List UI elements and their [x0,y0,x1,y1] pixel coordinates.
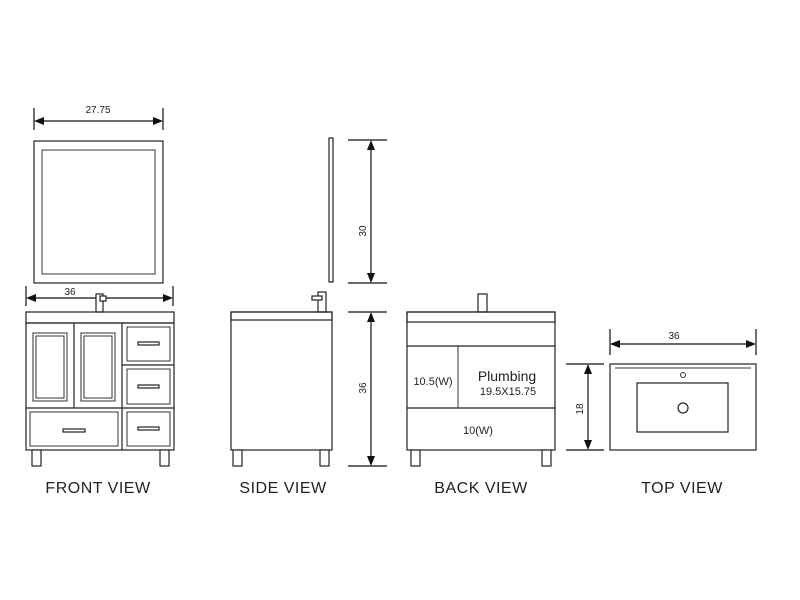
top-view-label: TOP VIEW [641,480,723,497]
bottom-cutout-label: 10(W) [463,425,493,437]
left-door [32,332,68,402]
vanity-height-label: 36 [358,382,369,394]
vanity-height-dimension: 36 [348,311,387,467]
faucet [95,293,107,313]
mirror-height-dimension: 30 [348,139,387,284]
side-countertop [230,311,333,321]
cabinet-body [25,322,175,451]
drawer-2 [126,368,171,405]
drawer-1 [126,326,171,362]
back-cabinet [406,311,556,451]
back-view: 10.5(W) Plumbing 19.5X15.75 10(W) BACK V… [406,293,556,497]
basin [636,382,729,433]
front-view: 27.75 36 [25,105,175,497]
top-view: 36 18 TOP VIEW [566,329,757,497]
front-legs [31,449,170,467]
mirror-edge [328,137,334,283]
side-view: 30 36 SIDE VIEW [230,137,387,497]
bottom-drawer [29,411,119,447]
drawer-3 [126,411,171,447]
back-legs [410,449,552,467]
plumbing-title: Plumbing [478,368,536,384]
top-depth-dimension: 18 [566,363,604,451]
top-width-dimension: 36 [609,329,757,355]
top-width-label: 36 [668,331,680,342]
drain [677,402,689,414]
countertop [25,311,175,324]
plumbing-size: 19.5X15.75 [480,386,536,398]
side-cabinet [230,311,333,451]
back-faucet [477,293,488,313]
top-countertop [609,363,757,451]
side-view-label: SIDE VIEW [239,480,327,497]
mirror [33,140,164,284]
mirror-height-label: 30 [358,225,369,237]
mirror-width-label: 27.75 [85,105,110,116]
back-countertop [406,311,556,323]
left-cutout-label: 10.5(W) [413,376,452,388]
mirror-width-dimension: 27.75 [33,105,164,130]
vanity-width-label: 36 [64,287,76,298]
back-view-label: BACK VIEW [434,480,528,497]
side-legs [232,449,330,467]
side-faucet [311,291,327,313]
faucet-hole [680,372,686,378]
right-door [80,332,116,402]
front-view-label: FRONT VIEW [45,480,151,497]
top-depth-label: 18 [575,403,586,415]
